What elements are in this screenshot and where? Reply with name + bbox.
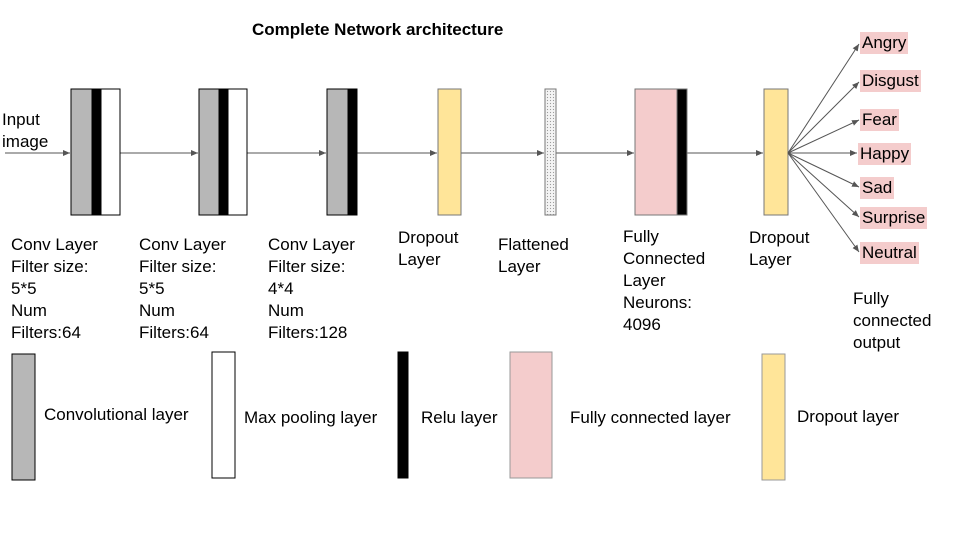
dropout-layer-2 <box>763 88 789 216</box>
label-line: Filters:64 <box>11 323 81 342</box>
label-line: Filter size: <box>11 257 89 276</box>
label-line: Num <box>139 301 175 320</box>
legend-label-conv: Convolutional layer <box>44 405 189 424</box>
arrow-out-neutral <box>787 152 860 253</box>
output-caption: Fully connected output <box>853 288 931 354</box>
legend-swatch-dropout <box>761 353 786 481</box>
legend-swatch-maxpool <box>211 351 236 479</box>
legend-label-maxpool: Max pooling layer <box>244 408 378 427</box>
label-line: 5*5 <box>139 279 165 298</box>
conv-layer-shape <box>326 88 349 216</box>
arrow-out-surprise <box>787 152 860 218</box>
label-line: 4096 <box>623 315 661 334</box>
label-line: Fully <box>853 289 889 308</box>
output-fear: Fear <box>860 109 899 131</box>
legend-label-fc: Fully connected layer <box>570 408 731 427</box>
maxpool-layer-shape <box>100 88 121 216</box>
conv-layer-shape <box>70 88 93 216</box>
fc-layer-shape <box>634 88 678 216</box>
label-line: Filter size: <box>139 257 217 276</box>
layer-label-conv-1: Conv Layer Filter size: 5*5 Num Filters:… <box>11 234 98 344</box>
label-line: Layer <box>398 250 441 269</box>
output-happy: Happy <box>858 143 912 165</box>
label-line: Dropout <box>398 228 459 247</box>
legend-swatch-conv <box>11 353 36 481</box>
output-disgust: Disgust <box>860 70 921 92</box>
legend-label-dropout: Dropout layer <box>797 407 900 426</box>
conv-block-2 <box>198 88 248 216</box>
layer-label-fully-connected: Fully Connected Layer Neurons: 4096 <box>623 226 705 336</box>
fully-connected-block <box>634 88 688 216</box>
output-neutral: Neutral <box>860 242 919 264</box>
legend-swatches <box>11 351 786 481</box>
legend-label-relu: Relu layer <box>421 408 498 427</box>
legend-swatch-fc <box>509 351 553 479</box>
flattened-layer <box>544 88 557 216</box>
label-line: Num <box>268 301 304 320</box>
layer-label-conv-3: Conv Layer Filter size: 4*4 Num Filters:… <box>268 234 355 344</box>
label-line: Filters:128 <box>268 323 348 342</box>
conv-layer-shape <box>198 88 220 216</box>
relu-layer-shape <box>347 88 358 216</box>
layer-label-conv-2: Conv Layer Filter size: 5*5 Num Filters:… <box>139 234 226 344</box>
relu-layer-shape <box>676 88 688 216</box>
conv-block-3 <box>326 88 358 216</box>
diagram-title: Complete Network architecture <box>252 20 504 39</box>
output-angry: Angry <box>860 32 909 54</box>
label-line: connected <box>853 311 932 330</box>
label-line: Flattened <box>498 235 569 254</box>
input-label-line: image <box>2 132 49 151</box>
legend-swatch-relu <box>397 351 409 479</box>
label-line: Layer <box>623 271 666 290</box>
label-line: 5*5 <box>11 279 37 298</box>
label-line: Num <box>11 301 47 320</box>
label-line: output <box>853 333 901 352</box>
arrow-out-angry <box>787 43 860 154</box>
output-surprise: Surprise <box>860 207 928 229</box>
label-line: Connected <box>623 249 706 268</box>
label-line: Fully <box>623 227 659 246</box>
output-sad: Sad <box>860 177 895 199</box>
output-arrows <box>787 43 860 253</box>
label-line: Filters:64 <box>139 323 209 342</box>
label-line: Layer <box>749 250 792 269</box>
layer-label-dropout-1: Dropout Layer <box>398 227 458 271</box>
label-line: Conv Layer <box>11 235 98 254</box>
label-line: Neurons: <box>623 293 692 312</box>
input-image-label: Input image <box>2 109 48 153</box>
label-line: Conv Layer <box>268 235 355 254</box>
arrow-out-disgust <box>787 81 860 154</box>
maxpool-layer-shape <box>227 88 248 216</box>
label-line: Conv Layer <box>139 235 226 254</box>
arrow-out-sad <box>787 152 860 188</box>
label-line: 4*4 <box>268 279 294 298</box>
arrow-out-fear <box>787 119 860 154</box>
label-line: Layer <box>498 257 541 276</box>
label-line: Dropout <box>749 228 810 247</box>
label-line: Filter size: <box>268 257 346 276</box>
dropout-layer-1 <box>437 88 462 216</box>
relu-layer-shape <box>218 88 229 216</box>
relu-layer-shape <box>91 88 102 216</box>
input-label-line: Input <box>2 110 40 129</box>
layer-label-flattened: Flattened Layer <box>498 234 569 278</box>
conv-block-1 <box>70 88 121 216</box>
layer-label-dropout-2: Dropout Layer <box>749 227 809 271</box>
